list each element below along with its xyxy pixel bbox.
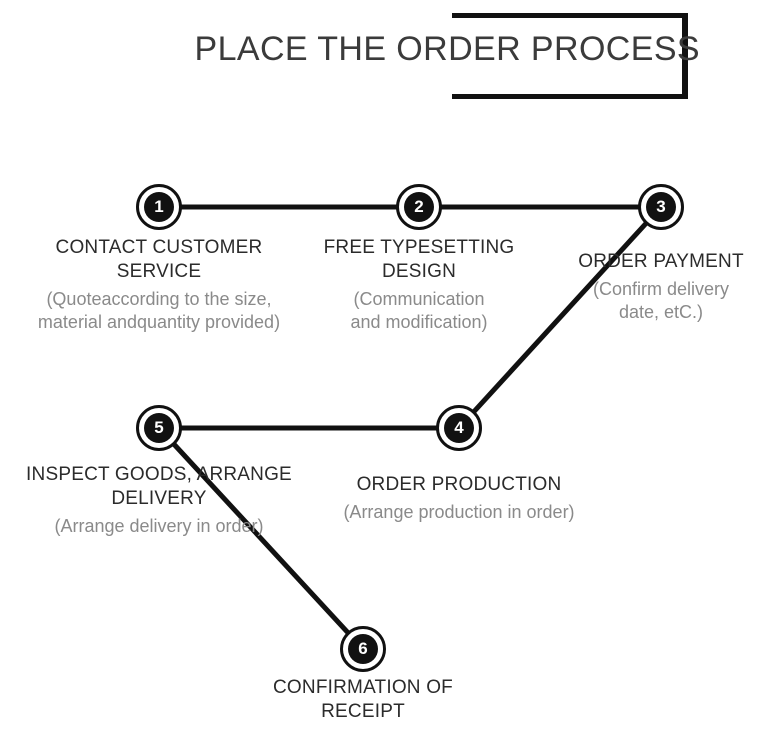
process-caption-5: INSPECT GOODS, ARRANGE DELIVERY [26,464,292,509]
process-node-3[interactable]: 3 [638,184,684,230]
process-caption-4: ORDER PRODUCTION [356,474,562,495]
process-node-5[interactable]: 5 [136,405,182,451]
process-node-number-2: 2 [404,192,434,222]
process-node-2[interactable]: 2 [396,184,442,230]
process-node-6[interactable]: 6 [340,626,386,672]
process-label-2: FREE TYPESETTING DESIGN (Communication an… [300,236,538,334]
process-node-number-6: 6 [348,634,378,664]
process-subtitle-5: (Arrange delivery in order) [54,516,264,536]
process-caption-3: ORDER PAYMENT [578,251,744,272]
process-label-6: CONFIRMATION OF RECEIPT [243,676,483,724]
process-node-number-5: 5 [144,413,174,443]
process-label-4: ORDER PRODUCTION (Arrange production in o… [309,473,609,524]
process-subtitle-4: (Arrange production in order) [343,502,575,522]
process-label-3: ORDER PAYMENT (Confirm delivery date, etC… [545,250,769,324]
page-title: PLACE THE ORDER PROCESS [194,30,700,68]
process-caption-6: CONFIRMATION OF RECEIPT [273,677,453,722]
process-node-number-4: 4 [444,413,474,443]
process-node-number-1: 1 [144,192,174,222]
process-node-number-3: 3 [646,192,676,222]
connector-3-to-4 [457,205,663,430]
process-node-4[interactable]: 4 [436,405,482,451]
process-label-5: INSPECT GOODS, ARRANGE DELIVERY (Arrange … [9,463,309,538]
process-label-1: CONTACT CUSTOMER SERVICE (Quoteaccording … [9,236,309,334]
process-caption-2: FREE TYPESETTING DESIGN [323,237,515,282]
process-caption-1: CONTACT CUSTOMER SERVICE [55,237,263,282]
process-node-1[interactable]: 1 [136,184,182,230]
process-subtitle-2: (Communication and modification) [350,289,488,332]
process-subtitle-3: (Confirm delivery date, etC.) [592,279,730,322]
process-subtitle-1: (Quoteaccording to the size, material an… [37,289,281,332]
connector-5-to-6 [157,426,365,651]
